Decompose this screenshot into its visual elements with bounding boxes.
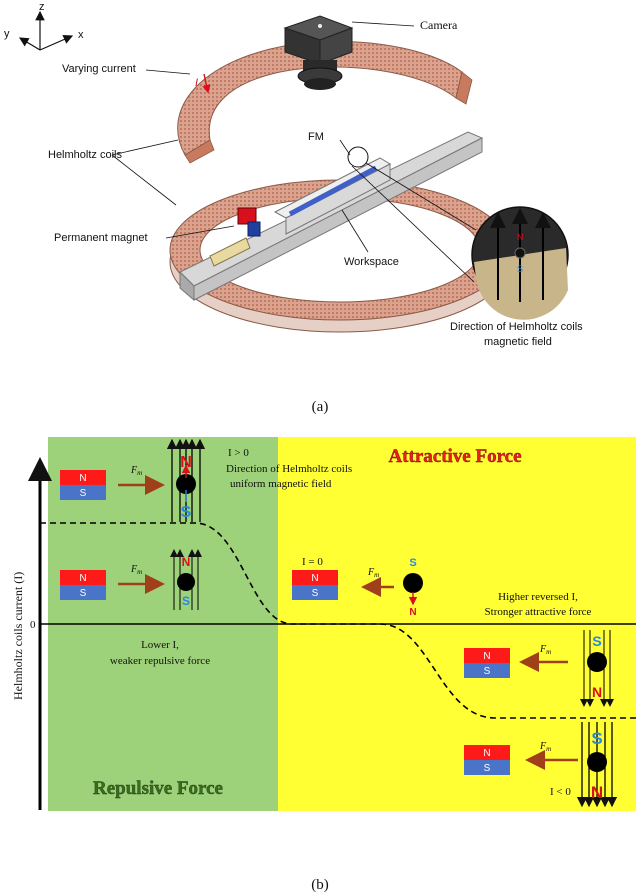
fm-n-pole: N — [180, 454, 192, 471]
current-axis-label: Helmholtz coils current (I) — [11, 572, 25, 700]
caption-a: (a) — [312, 399, 329, 415]
magnet-n: N — [311, 573, 318, 584]
magnet-n: N — [79, 573, 86, 584]
fm-s-pole: S — [591, 729, 602, 748]
case-high-negative: N S Fm S N I < 0 — [464, 722, 618, 808]
i-positive-label: I > 0 — [228, 447, 249, 459]
camera-label: Camera — [420, 18, 458, 32]
lower-i-line1: Lower I, — [141, 639, 179, 651]
higher-i-line2: Stronger attractive force — [485, 606, 592, 618]
panel-a: z y x I — [4, 1, 583, 415]
fm-s-pole: S — [409, 557, 416, 569]
fm-s-pole: S — [592, 633, 601, 649]
camera — [283, 15, 354, 90]
direction-line2: uniform magnetic field — [230, 478, 332, 490]
i-zero-label: I = 0 — [302, 556, 323, 568]
inset-n-label: N — [517, 232, 524, 242]
rail-workspace — [179, 131, 484, 302]
higher-i-line1: Higher reversed I, — [498, 591, 578, 603]
axis-x-label: x — [78, 29, 84, 41]
fm-n-pole: N — [182, 555, 191, 569]
callout-lines — [111, 21, 415, 253]
i-negative-label: I < 0 — [550, 786, 571, 798]
direction-line1: Direction of Helmholtz coils — [226, 463, 352, 475]
inset-photo: N S — [351, 162, 569, 320]
fm-n-pole: N — [409, 607, 416, 618]
case-high-positive: N S Fm N S I > 0 Direction of Helmholtz … — [60, 438, 352, 522]
magnet-s: S — [484, 666, 491, 677]
repulsive-force-title: Repulsive Force — [93, 778, 223, 799]
magnet-s: S — [484, 763, 491, 774]
magnet-s: S — [80, 588, 87, 599]
coordinate-axes: z y x — [4, 1, 84, 51]
current-curve — [40, 522, 636, 719]
fm-s-pole: S — [182, 594, 190, 608]
inset-s-label: S — [517, 264, 523, 274]
direction-label-line2: magnetic field — [484, 336, 552, 348]
magnet-s: S — [312, 588, 319, 599]
panel-b: Helmholtz coils current (I) 0 Attractive… — [11, 437, 636, 893]
direction-label-line1: Direction of Helmholtz coils — [450, 321, 583, 333]
fm-n-pole: N — [591, 783, 603, 802]
workspace-label: Workspace — [344, 256, 399, 268]
helmholtz-coils-label: Helmholtz coils — [48, 149, 122, 161]
magnet-n: N — [483, 748, 490, 759]
axis-y-label: y — [4, 28, 10, 40]
varying-current-label: Varying current — [62, 63, 136, 75]
fm-force-label: Fm — [539, 644, 551, 656]
upper-helmholtz-coil: I — [177, 41, 473, 164]
fm-force-label: Fm — [539, 741, 551, 753]
case-low-positive: N S Fm N S — [60, 549, 202, 610]
magnet-s: S — [80, 488, 87, 499]
magnet-n: N — [483, 651, 490, 662]
axis-z-label: z — [39, 1, 45, 13]
fm-n-pole: N — [592, 684, 602, 700]
fm-force-label: Fm — [130, 465, 142, 477]
fm-label: FM — [308, 131, 324, 143]
current-symbol: I — [195, 77, 198, 89]
case-low-negative: N S Fm S N — [464, 630, 614, 707]
magnet-n: N — [79, 473, 86, 484]
zero-label: 0 — [30, 619, 36, 631]
permanent-magnet-label: Permanent magnet — [54, 232, 148, 244]
lower-i-line2: weaker repulsive force — [110, 655, 210, 667]
attractive-force-title: Attractive Force — [388, 446, 521, 467]
fm-force-label: Fm — [130, 564, 142, 576]
fm-s-pole: S — [181, 504, 192, 521]
case-zero: N S Fm I = 0 S N — [292, 556, 423, 618]
fm-force-label: Fm — [367, 567, 379, 579]
caption-b: (b) — [311, 877, 329, 893]
